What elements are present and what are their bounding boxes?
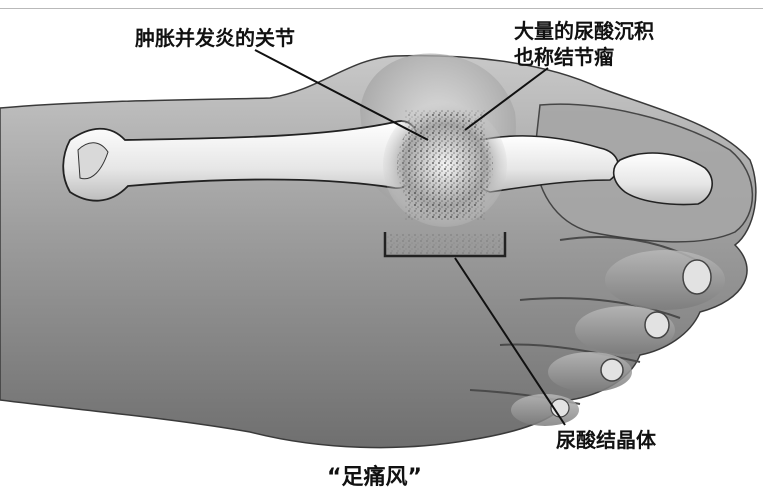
toenail-3 [645,312,669,338]
label-deposit-line-2: 也称结节瘤 [514,44,654,70]
label-swollen-joint: 肿胀并发炎的关节 [135,22,295,51]
label-deposit-line-1: 大量的尿酸沉积 [514,18,654,44]
caption-gout: “足痛风” [327,459,422,491]
label-urate-crystals: 尿酸结晶体 [556,424,656,453]
toenail-2 [683,260,711,294]
label-uric-acid-deposit: 大量的尿酸沉积 也称结节瘤 [514,18,654,70]
crystal-inset-fill [387,234,503,254]
crystal-cluster [405,110,485,220]
toenail-4 [601,359,623,381]
